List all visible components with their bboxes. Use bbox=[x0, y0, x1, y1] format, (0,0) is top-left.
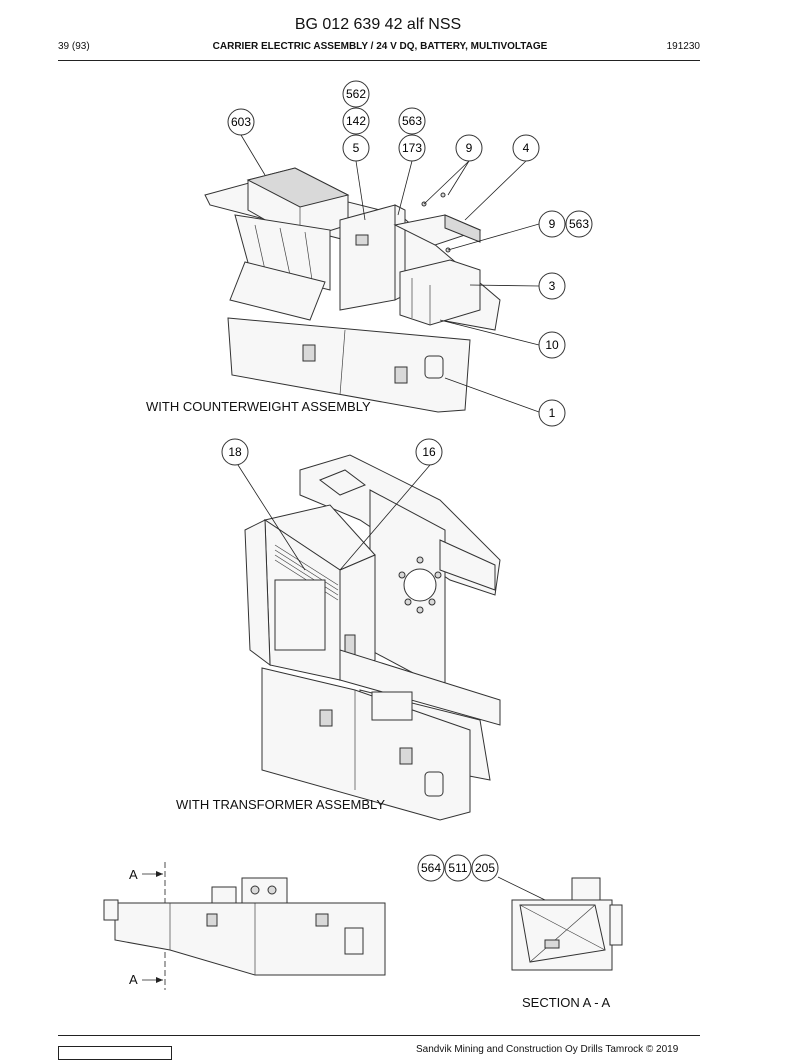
svg-text:9: 9 bbox=[466, 141, 473, 155]
svg-text:511: 511 bbox=[448, 861, 467, 875]
transformer-caption: WITH TRANSFORMER ASSEMBLY bbox=[176, 797, 385, 812]
svg-text:563: 563 bbox=[569, 217, 589, 231]
svg-text:5: 5 bbox=[353, 141, 360, 155]
svg-text:564: 564 bbox=[421, 861, 441, 875]
counterweight-assembly-drawing bbox=[204, 134, 540, 413]
svg-text:603: 603 bbox=[231, 115, 251, 129]
transformer-assembly-drawing bbox=[237, 454, 501, 821]
brand-logo bbox=[58, 1046, 172, 1060]
footer-copyright: Sandvik Mining and Construction Oy Drill… bbox=[416, 1044, 679, 1055]
callout-564: 564 bbox=[417, 854, 445, 882]
callout-511: 511 bbox=[444, 854, 472, 882]
section-a-a-caption: SECTION A - A bbox=[522, 995, 611, 1010]
callout-9-second: 9 bbox=[538, 210, 566, 238]
callout-562: 562 bbox=[342, 80, 370, 108]
section-title: CARRIER ELECTRIC ASSEMBLY / 24 V DQ, BAT… bbox=[212, 41, 548, 52]
svg-text:1: 1 bbox=[549, 406, 556, 420]
counterweight-caption: WITH COUNTERWEIGHT ASSEMBLY bbox=[146, 399, 371, 414]
svg-text:16: 16 bbox=[422, 445, 436, 459]
callout-10: 10 bbox=[538, 331, 566, 359]
callout-5: 5 bbox=[342, 134, 370, 162]
callout-142: 142 bbox=[342, 107, 370, 135]
callout-173: 173 bbox=[398, 134, 426, 162]
callout-563-second: 563 bbox=[565, 210, 593, 238]
header-rule bbox=[58, 60, 700, 61]
svg-text:142: 142 bbox=[346, 114, 366, 128]
callout-18: 18 bbox=[221, 438, 249, 466]
document-title: BG 012 639 42 alf NSS bbox=[294, 16, 462, 33]
callout-3: 3 bbox=[538, 272, 566, 300]
svg-text:9: 9 bbox=[549, 217, 556, 231]
svg-text:3: 3 bbox=[549, 279, 556, 293]
section-view-drawing bbox=[497, 876, 623, 971]
callout-205: 205 bbox=[471, 854, 499, 882]
callout-4: 4 bbox=[512, 134, 540, 162]
section-marker-top: A bbox=[129, 867, 138, 882]
svg-text:4: 4 bbox=[523, 141, 530, 155]
callout-9: 9 bbox=[455, 134, 483, 162]
callout-16: 16 bbox=[415, 438, 443, 466]
svg-text:563: 563 bbox=[402, 114, 422, 128]
svg-text:18: 18 bbox=[228, 445, 242, 459]
section-marker-bottom: A bbox=[129, 972, 138, 987]
svg-text:10: 10 bbox=[545, 338, 559, 352]
svg-text:205: 205 bbox=[475, 861, 495, 875]
callout-1: 1 bbox=[538, 399, 566, 427]
svg-text:562: 562 bbox=[346, 87, 366, 101]
side-view-drawing bbox=[103, 862, 386, 990]
date-code: 191230 bbox=[666, 41, 700, 52]
page-number: 39 (93) bbox=[58, 41, 90, 52]
footer-rule bbox=[58, 1035, 700, 1036]
callout-563: 563 bbox=[398, 107, 426, 135]
svg-text:173: 173 bbox=[402, 141, 422, 155]
callout-603: 603 bbox=[227, 108, 255, 136]
